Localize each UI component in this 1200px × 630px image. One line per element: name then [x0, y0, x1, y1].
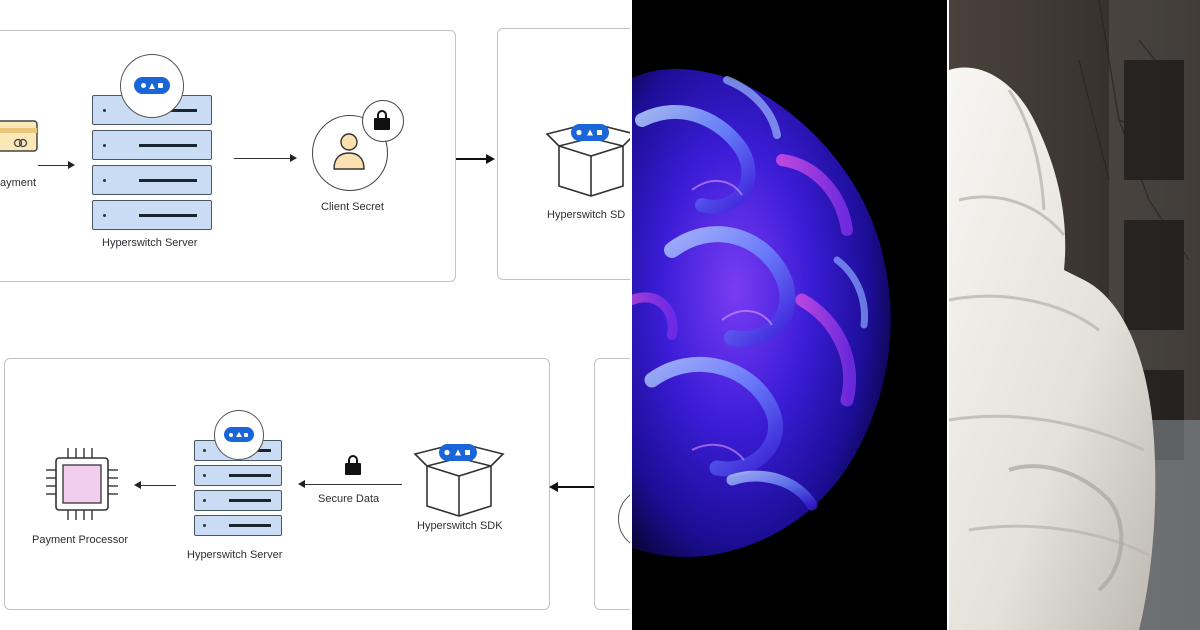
- processor-label: Payment Processor: [32, 534, 128, 546]
- lock-icon: [345, 455, 361, 475]
- flow-arrow-head: [486, 154, 495, 164]
- flow-arrow-line: [304, 484, 402, 485]
- flow-arrow-head: [549, 482, 558, 492]
- dots-badge-icon: [214, 410, 264, 460]
- secure-data-label: Secure Data: [318, 493, 380, 505]
- dots-badge-icon: [120, 54, 184, 118]
- server-rack: [194, 490, 282, 511]
- lock-icon: [374, 110, 390, 130]
- abstract-sculpture-image: [632, 0, 949, 630]
- flow-arrow-line: [234, 158, 292, 159]
- payment-label: ayment: [0, 177, 37, 189]
- user-figure: [333, 133, 365, 170]
- server-label-bottom: Hyperswitch Server: [187, 549, 283, 561]
- flow-arrow-head: [298, 480, 305, 488]
- flow-arrow-line: [456, 158, 488, 160]
- open-box-icon: [413, 444, 505, 517]
- server-icon: [92, 95, 212, 235]
- purple-ribbon-sphere: [632, 0, 949, 630]
- server-icon: [194, 440, 282, 540]
- dots-pill: [224, 427, 254, 442]
- server-label: Hyperswitch Server: [102, 237, 198, 249]
- flow-arrow-line: [38, 165, 70, 166]
- dots-pill: [134, 77, 170, 94]
- white-puffer-jacket-image: [949, 0, 1200, 630]
- flow-arrow-head: [134, 481, 141, 489]
- server-rack: [92, 165, 212, 195]
- client-secret-label: Client Secret: [321, 201, 384, 213]
- jacket-photo: [949, 0, 1200, 630]
- bottom-right-box: [594, 358, 632, 610]
- server-rack: [194, 515, 282, 536]
- chip-icon: [46, 448, 118, 520]
- server-rack: [92, 200, 212, 230]
- credit-card-icon: [0, 120, 38, 152]
- server-rack: [92, 130, 212, 160]
- flow-arrow-head: [290, 154, 297, 162]
- server-rack: [194, 465, 282, 486]
- sdk-label-bottom: Hyperswitch SDK: [417, 520, 503, 532]
- flow-arrow-line: [140, 485, 176, 486]
- payment-flow-diagram: ayment Hyperswitch Server: [0, 0, 632, 630]
- flow-arrow-head: [68, 161, 75, 169]
- sdk-label-top: Hyperswitch SD: [547, 209, 626, 221]
- open-box-icon: [545, 124, 632, 197]
- flow-arrow-line: [558, 486, 594, 488]
